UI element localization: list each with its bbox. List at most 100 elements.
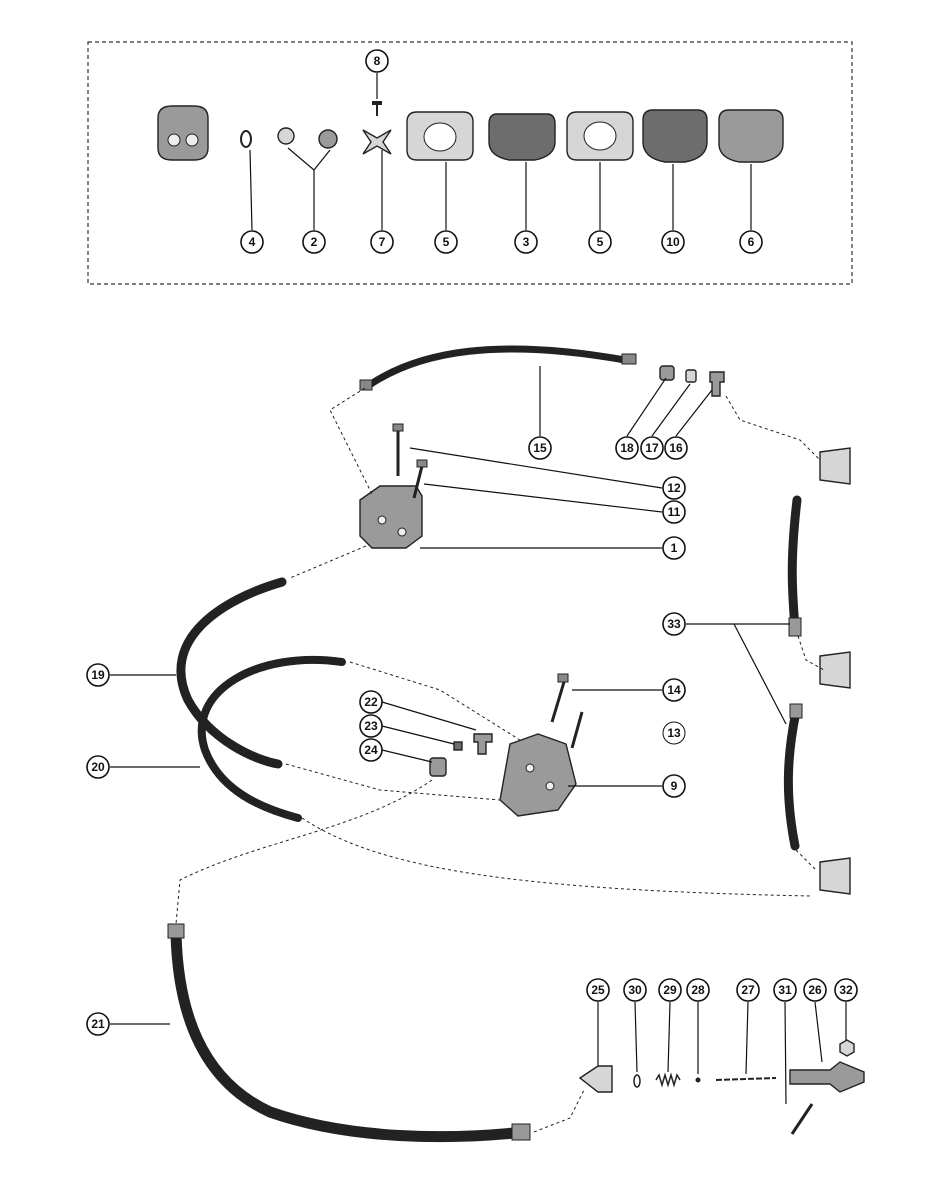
- inset-gasket-5a: [406, 111, 474, 161]
- callout-5-b: 5: [588, 230, 612, 254]
- svg-text:26: 26: [808, 983, 822, 997]
- inset-o-ring: [240, 130, 252, 148]
- inset-leaders: [249, 73, 752, 231]
- callout-29: 29: [658, 978, 682, 1002]
- inset-plate-10: [642, 109, 708, 163]
- callout-28: 28: [686, 978, 710, 1002]
- svg-text:29: 29: [663, 983, 677, 997]
- callout-30: 30: [623, 978, 647, 1002]
- callout-6: 6: [739, 230, 763, 254]
- callout-31: 31: [773, 978, 797, 1002]
- callout-8: 8: [365, 49, 389, 73]
- inset-frame: [87, 41, 853, 285]
- svg-text:5: 5: [443, 235, 450, 249]
- hose-33-lower: [783, 703, 803, 851]
- seal-30: [633, 1074, 641, 1088]
- svg-text:12: 12: [667, 481, 681, 495]
- svg-text:21: 21: [91, 1017, 105, 1031]
- inset-screw-8: [372, 101, 382, 116]
- callout-7: 7: [370, 230, 394, 254]
- screw-11: [412, 459, 428, 499]
- callout-15: 15: [528, 436, 552, 460]
- inset-diaphragm: [488, 113, 556, 161]
- svg-text:2: 2: [311, 235, 318, 249]
- svg-text:28: 28: [691, 983, 705, 997]
- callout-14: 14: [662, 678, 686, 702]
- screw-13: [570, 711, 584, 749]
- svg-text:6: 6: [748, 235, 755, 249]
- callout-22: 22: [359, 690, 383, 714]
- svg-text:16: 16: [669, 441, 683, 455]
- callout-25: 25: [586, 978, 610, 1002]
- callout-12: 12: [662, 476, 686, 500]
- fuel-line-15: [359, 345, 637, 391]
- main-leaders: [110, 366, 847, 1105]
- svg-text:25: 25: [591, 983, 605, 997]
- fittings-22-23-24: [429, 733, 493, 777]
- callout-10: 10: [661, 230, 685, 254]
- svg-text:3: 3: [523, 235, 530, 249]
- svg-text:22: 22: [364, 695, 378, 709]
- callout-26: 26: [803, 978, 827, 1002]
- valve-body-26: [789, 1061, 865, 1093]
- ball-28: [695, 1077, 701, 1083]
- svg-text:5: 5: [597, 235, 604, 249]
- svg-text:23: 23: [364, 719, 378, 733]
- screw-14: [550, 673, 569, 723]
- svg-text:1: 1: [671, 541, 678, 555]
- fuel-line-19: [176, 577, 287, 769]
- svg-text:4: 4: [249, 235, 256, 249]
- screw-31: [790, 1103, 814, 1135]
- inset-gasket-5b: [566, 111, 634, 161]
- callout-9: 9: [662, 774, 686, 798]
- svg-text:32: 32: [839, 983, 853, 997]
- callout-2-inset: 2: [302, 230, 326, 254]
- svg-text:24: 24: [364, 743, 378, 757]
- callout-5-a: 5: [434, 230, 458, 254]
- callout-33: 33: [662, 612, 686, 636]
- svg-text:14: 14: [667, 683, 681, 697]
- callout-3: 3: [514, 230, 538, 254]
- callout-20: 20: [86, 755, 110, 779]
- svg-text:31: 31: [778, 983, 792, 997]
- nut-32: [839, 1039, 855, 1057]
- callout-11: 11: [662, 500, 686, 524]
- svg-text:8: 8: [374, 54, 381, 68]
- callout-32: 32: [834, 978, 858, 1002]
- svg-text:10: 10: [666, 235, 680, 249]
- svg-text:18: 18: [620, 441, 634, 455]
- callout-4: 4: [240, 230, 264, 254]
- inset-check-valves: [277, 127, 338, 149]
- svg-text:19: 19: [91, 668, 105, 682]
- callout-17: 17: [640, 436, 664, 460]
- svg-text:20: 20: [91, 760, 105, 774]
- svg-text:7: 7: [379, 235, 386, 249]
- tank-connectors: [819, 447, 851, 895]
- callout-27: 27: [736, 978, 760, 1002]
- callout-24: 24: [359, 738, 383, 762]
- fuel-pump-9: [499, 733, 577, 817]
- svg-text:27: 27: [741, 983, 755, 997]
- svg-text:11: 11: [668, 505, 681, 519]
- callout-1: 1: [662, 536, 686, 560]
- inset-reed-valve: [362, 129, 392, 155]
- callout-18: 18: [615, 436, 639, 460]
- inset-pump-cover: [157, 105, 209, 161]
- callout-13: 13: [662, 721, 686, 745]
- svg-text:15: 15: [533, 441, 547, 455]
- callout-23: 23: [359, 714, 383, 738]
- fuel-line-21: [167, 923, 531, 1143]
- svg-text:33: 33: [667, 617, 681, 631]
- callout-21: 21: [86, 1012, 110, 1036]
- rod-27: [715, 1077, 777, 1081]
- screw-12: [392, 423, 404, 476]
- spring-29: [655, 1072, 681, 1088]
- fittings-18-17-16: [659, 365, 725, 397]
- svg-text:13: 13: [667, 726, 681, 740]
- svg-text:17: 17: [645, 441, 659, 455]
- callout-16: 16: [664, 436, 688, 460]
- fuel-pump-1: [359, 485, 423, 549]
- svg-text:30: 30: [628, 983, 642, 997]
- callout-19: 19: [86, 663, 110, 687]
